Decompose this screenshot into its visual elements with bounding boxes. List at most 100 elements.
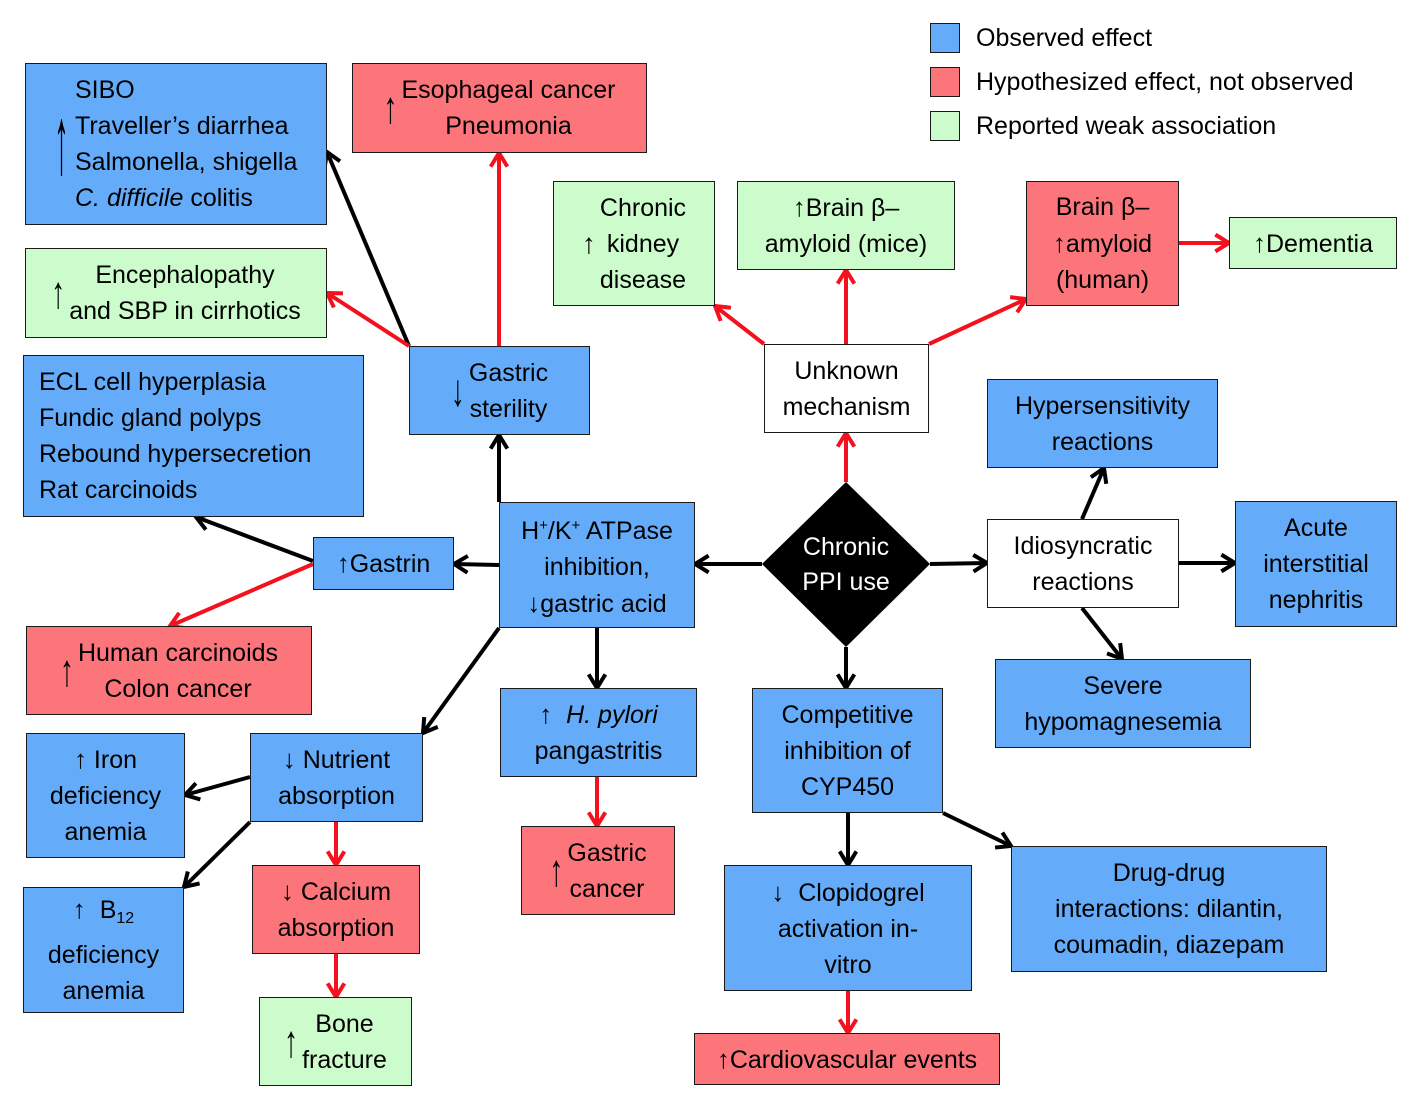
node-line: C. difficile colitis [75, 184, 253, 212]
node-line: Idiosyncratic [1013, 531, 1153, 560]
edge-line [325, 151, 411, 347]
node-line: reactions [1032, 567, 1134, 596]
edge-center-to-atpase [691, 553, 762, 575]
up-arrow-icon: ↑ [1253, 227, 1266, 258]
arrowhead-icon [488, 149, 510, 168]
node-line: ECL cell hyperplasia [39, 368, 266, 396]
esophageal-cancer-node: ↑ Esophageal cancer Pneumonia [352, 63, 647, 153]
node-line: ↑Cardiovascular events [716, 1043, 978, 1074]
edge-center-to-cyp450 [835, 647, 857, 692]
arrowhead-icon [691, 553, 710, 575]
node-line: anemia [62, 977, 145, 1005]
edge-gastrin-to-ecl [192, 512, 314, 563]
arrowhead-icon [181, 870, 201, 890]
legend-item-hypothesized: Hypothesized effect, not observed [930, 60, 1354, 104]
arrowhead-icon [181, 781, 201, 802]
node-line: (human) [1055, 266, 1150, 294]
cyp450-inhibition-node: Competitive inhibition of CYP450 [752, 688, 943, 813]
drug-drug-interactions-node: Drug-drug interactions: dilantin, coumad… [1011, 846, 1327, 972]
node-line: Competitive [781, 700, 914, 729]
edge-nutrient-to-b12 [181, 820, 252, 890]
node-line: reactions [1051, 427, 1154, 456]
down-arrow-icon: ↓ [450, 364, 465, 415]
brain-amyloid-mice-node: ↑Brain β– amyloid (mice) [737, 181, 955, 270]
node-line: Bone [315, 1009, 374, 1038]
up-arrow-icon: ↑ [581, 227, 596, 259]
arrowhead-icon [835, 266, 857, 285]
node-line: sterility [469, 394, 548, 423]
node-line: ↑ B12 [72, 894, 135, 927]
node-line: kidney [606, 229, 680, 258]
human-carcinoids-node: ↑ Human carcinoids Colon cancer [26, 626, 312, 715]
node-line: Human carcinoids [77, 638, 279, 667]
node-line: Unknown [794, 356, 899, 385]
nutrient-absorption-node: ↓ Nutrient absorption [250, 733, 423, 822]
down-arrow-icon: ↓ [771, 876, 785, 907]
node-line: absorption [278, 782, 395, 810]
node-line: Esophageal cancer [401, 76, 616, 104]
node-line: pangastritis [534, 737, 663, 765]
edge-atpase-to-gastric-sterility [488, 431, 510, 502]
atpase-inhibition-node: H+/K+ ATPase inhibition, ↓gastric acid [499, 502, 695, 628]
node-line: ↑Gastrin [336, 548, 431, 578]
edge-line [928, 297, 1027, 346]
up-arrow-icon: ↑ [1052, 228, 1066, 258]
arrowhead-icon [711, 303, 732, 322]
chronic-ppi-use-node: Chronic PPI use [762, 482, 930, 647]
node-line: ↑Brain β– [792, 192, 900, 222]
node-line: ↑ H. pylori [539, 699, 658, 729]
node-line: fracture [302, 1045, 387, 1074]
up-arrow-icon: ↑ [73, 744, 87, 774]
legend-swatch-hypothesized [930, 67, 960, 97]
legend-item-weak: Reported weak association [930, 104, 1354, 148]
severe-hypomagnesemia-node: Severe hypomagnesemia [995, 659, 1251, 748]
node-line: vitro [824, 950, 872, 979]
edge-nutrient-to-calcium [325, 822, 347, 869]
node-line: Gastric [567, 838, 647, 867]
node-line: interactions: dilantin, [1055, 895, 1283, 923]
edge-hpylori-to-gastric-cancer [586, 777, 608, 830]
edge-line [1080, 467, 1106, 520]
node-line: anemia [64, 818, 147, 846]
edge-gastric-sterility-to-encephalopathy [323, 290, 411, 348]
edge-center-to-unknown [835, 429, 857, 482]
node-line: hypomagnesemia [1024, 707, 1222, 736]
cardiovascular-events-node: ↑Cardiovascular events [694, 1033, 1000, 1085]
legend-label: Hypothesized effect, not observed [976, 67, 1354, 96]
up-arrow-icon: ↑ [549, 844, 564, 895]
edge-unknown-to-brain-human [928, 295, 1030, 346]
node-line: activation in- [777, 914, 919, 943]
node-line: PPI use [802, 567, 890, 596]
up-arrow-icon: ↑ [792, 192, 806, 222]
edge-line [942, 811, 1012, 848]
sibo-node: ↑ SIBO Traveller’s diarrhea Salmonella, … [25, 63, 327, 225]
node-line: Encephalopathy [95, 261, 275, 289]
calcium-absorption-node: ↓ Calcium absorption [252, 865, 420, 954]
edge-gastrin-to-human-carcinoids [166, 562, 314, 631]
edge-unknown-to-brain-mice [835, 266, 857, 344]
legend: Observed effect Hypothesized effect, not… [930, 16, 1354, 148]
node-line: Severe [1083, 671, 1163, 700]
edge-idiosyncratic-to-hypersensitivity [1080, 464, 1109, 520]
node-line: Traveller’s diarrhea [75, 112, 289, 140]
node-line: ↑ Iron [73, 744, 138, 774]
down-arrow-icon: ↓ [280, 876, 294, 906]
node-line: inhibition of [784, 736, 911, 765]
node-line: deficiency [47, 941, 160, 969]
arrowhead-icon [1089, 464, 1109, 485]
arrowhead-icon [488, 431, 510, 450]
gastrin-node: ↑Gastrin [313, 537, 454, 590]
node-line: CYP450 [800, 772, 895, 801]
iron-deficiency-anemia-node: ↑ Iron deficiency anemia [26, 733, 185, 858]
node-line: H+/K+ ATPase [521, 517, 673, 545]
encephalopathy-node: ↑ Encephalopathy and SBP in cirrhotics [25, 248, 327, 338]
node-line: ↓ Clopidogrel [771, 876, 925, 907]
node-line: Salmonella, shigella [75, 148, 298, 176]
node-line: interstitial [1263, 550, 1369, 578]
node-line: Chronic [599, 193, 687, 222]
edge-atpase-to-hpylori [586, 628, 608, 692]
edge-line [421, 626, 501, 735]
node-line: ↓ Nutrient [282, 744, 391, 774]
arrowhead-icon [420, 716, 439, 737]
node-line: cancer [569, 874, 645, 903]
